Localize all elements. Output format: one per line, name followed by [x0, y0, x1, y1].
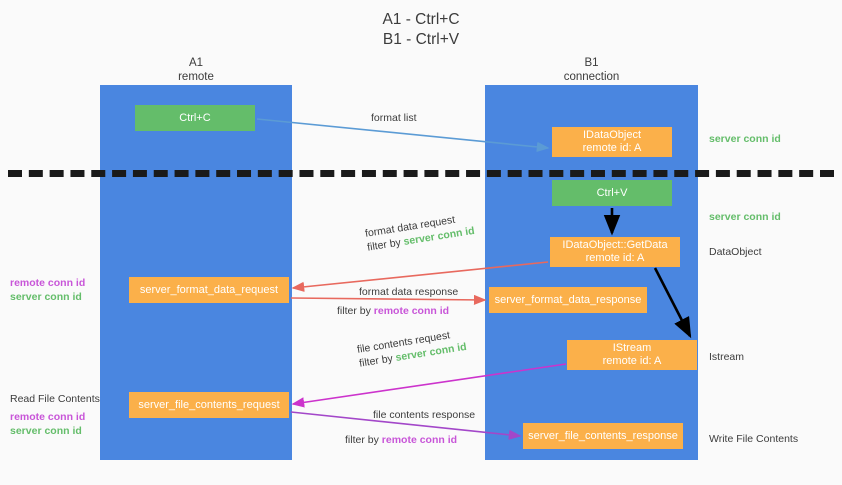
node-ctrl-v-label: Ctrl+V	[596, 186, 628, 199]
side-label-server-conn-id-top: server conn id	[709, 133, 781, 145]
lane-a1-role: remote	[178, 71, 214, 83]
edge-label-format-data-request: format data request filter by server con…	[364, 210, 476, 255]
edge-label-file-contents-response: file contents response	[373, 408, 475, 422]
edge-label-format-list-text: format list	[371, 112, 417, 124]
lane-header-b1: B1 connection	[485, 56, 698, 84]
node-getdata-line1: IDataObject::GetData	[562, 239, 668, 251]
node-ole-dataobject[interactable]: IDataObject remote id: A	[552, 127, 672, 157]
filter-prefix: filter by	[345, 434, 382, 446]
node-ole-dataobject-line2: remote id: A	[582, 142, 642, 154]
edge-label-format-data-response: format data response	[359, 285, 458, 299]
node-ctrl-v[interactable]: Ctrl+V	[552, 180, 672, 206]
side-label-server-conn-id-mid: server conn id	[709, 211, 781, 223]
filter-value-remote-conn-id: remote conn id	[373, 305, 450, 317]
node-ctrl-c[interactable]: Ctrl+C	[135, 105, 255, 131]
edge-label-format-list: format list	[371, 111, 417, 125]
title-line-1: A1 - Ctrl+C	[382, 11, 460, 28]
lane-a1-name: A1	[188, 57, 204, 69]
lane-b1-role: connection	[563, 71, 620, 83]
node-ctrl-c-label: Ctrl+C	[179, 111, 211, 124]
lane-b1-name: B1	[584, 57, 599, 69]
side-label-read-file-contents: Read File Contents	[10, 393, 100, 405]
title-line-2: B1 - Ctrl+V	[382, 31, 460, 48]
trust-boundary-divider	[8, 170, 834, 177]
side-label-dataobject: DataObject	[709, 246, 762, 258]
side-label-format-conn-ids: remote conn id server conn id	[10, 277, 86, 303]
page-title: A1 - Ctrl+C B1 - Ctrl+V	[0, 10, 842, 50]
side-label-write-file-contents: Write File Contents	[709, 433, 799, 445]
edge-label-format-data-response-filter: filter by remote conn id	[337, 304, 449, 318]
node-istream-line2: remote id: A	[602, 355, 662, 367]
filter-prefix: filter by	[337, 305, 374, 317]
side-label-file-conn-ids: remote conn id server conn id	[10, 411, 86, 437]
node-server-file-contents-response[interactable]: server_file_contents_response	[523, 423, 683, 449]
node-server-file-contents-request-label: server_file_contents_request	[138, 398, 280, 411]
node-server-format-data-response[interactable]: server_format_data_response	[489, 287, 647, 313]
node-server-format-data-response-label: server_format_data_response	[494, 293, 642, 306]
node-ole-dataobject-line1: IDataObject	[582, 129, 642, 141]
lane-header-a1: A1 remote	[100, 56, 292, 84]
node-idataobject-getdata[interactable]: IDataObject::GetData remote id: A	[550, 237, 680, 267]
edge-label-file-contents-response-text: file contents response	[373, 409, 476, 421]
node-istream-line1: IStream	[612, 342, 652, 354]
filter-value-remote-conn-id: remote conn id	[381, 434, 458, 446]
side-label-istream: Istream	[709, 351, 745, 363]
node-server-format-data-request[interactable]: server_format_data_request	[129, 277, 289, 303]
node-server-format-data-request-label: server_format_data_request	[139, 283, 279, 296]
node-getdata-line2: remote id: A	[585, 252, 645, 264]
node-server-file-contents-request[interactable]: server_file_contents_request	[129, 392, 289, 418]
node-server-file-contents-response-label: server_file_contents_response	[528, 429, 678, 442]
node-istream[interactable]: IStream remote id: A	[567, 340, 697, 370]
edge-label-file-contents-request: file contents request filter by server c…	[356, 326, 468, 371]
edge-label-format-data-response-text: format data response	[359, 286, 459, 298]
edge-label-file-contents-response-filter: filter by remote conn id	[345, 433, 457, 447]
